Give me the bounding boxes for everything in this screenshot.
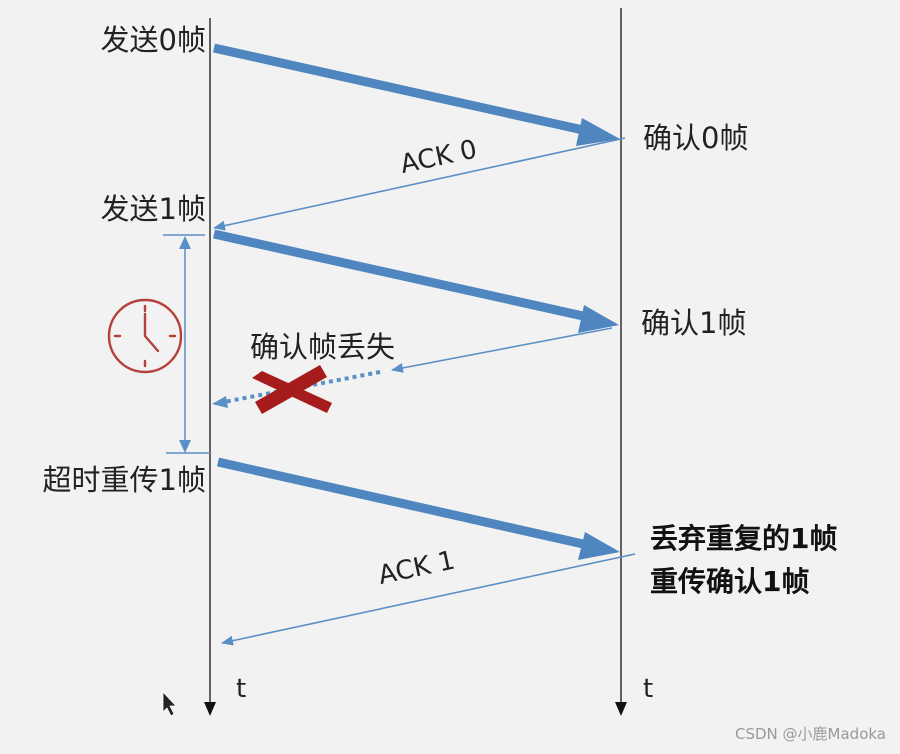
retransmit-frame-1-arrow bbox=[217, 457, 620, 560]
sender-label-retransmit-1: 超时重传1帧 bbox=[42, 463, 206, 497]
lost-ack-label: 确认帧丢失 bbox=[250, 330, 396, 364]
lost-ack-arrow bbox=[212, 327, 613, 408]
sender-timeline bbox=[204, 18, 216, 716]
clock-icon bbox=[107, 298, 183, 374]
receiver-note-resend-ack: 重传确认1帧 bbox=[650, 565, 810, 598]
cross-icon bbox=[252, 365, 332, 414]
receiver-note-discard-duplicate: 丢弃重复的1帧 bbox=[650, 522, 838, 555]
receiver-timeline bbox=[615, 8, 627, 716]
sender-label-send-0: 发送0帧 bbox=[100, 23, 206, 57]
mouse-cursor-icon bbox=[162, 690, 177, 717]
sender-time-label: t bbox=[236, 674, 247, 704]
receiver-time-label: t bbox=[643, 674, 654, 704]
frame-0-arrow bbox=[213, 43, 620, 146]
ack-0-arrow bbox=[213, 137, 626, 231]
sender-time-arrow-icon bbox=[204, 702, 216, 716]
ack-1-arrow bbox=[221, 553, 636, 646]
receiver-time-arrow-icon bbox=[615, 702, 627, 716]
sender-label-send-1: 发送1帧 bbox=[100, 192, 206, 226]
timeout-interval bbox=[163, 234, 210, 454]
receiver-label-confirm-1: 确认1帧 bbox=[641, 306, 747, 340]
receiver-label-confirm-0: 确认0帧 bbox=[643, 121, 749, 155]
watermark: CSDN @小鹿Madoka bbox=[735, 725, 886, 743]
frame-1-arrow bbox=[213, 229, 619, 333]
